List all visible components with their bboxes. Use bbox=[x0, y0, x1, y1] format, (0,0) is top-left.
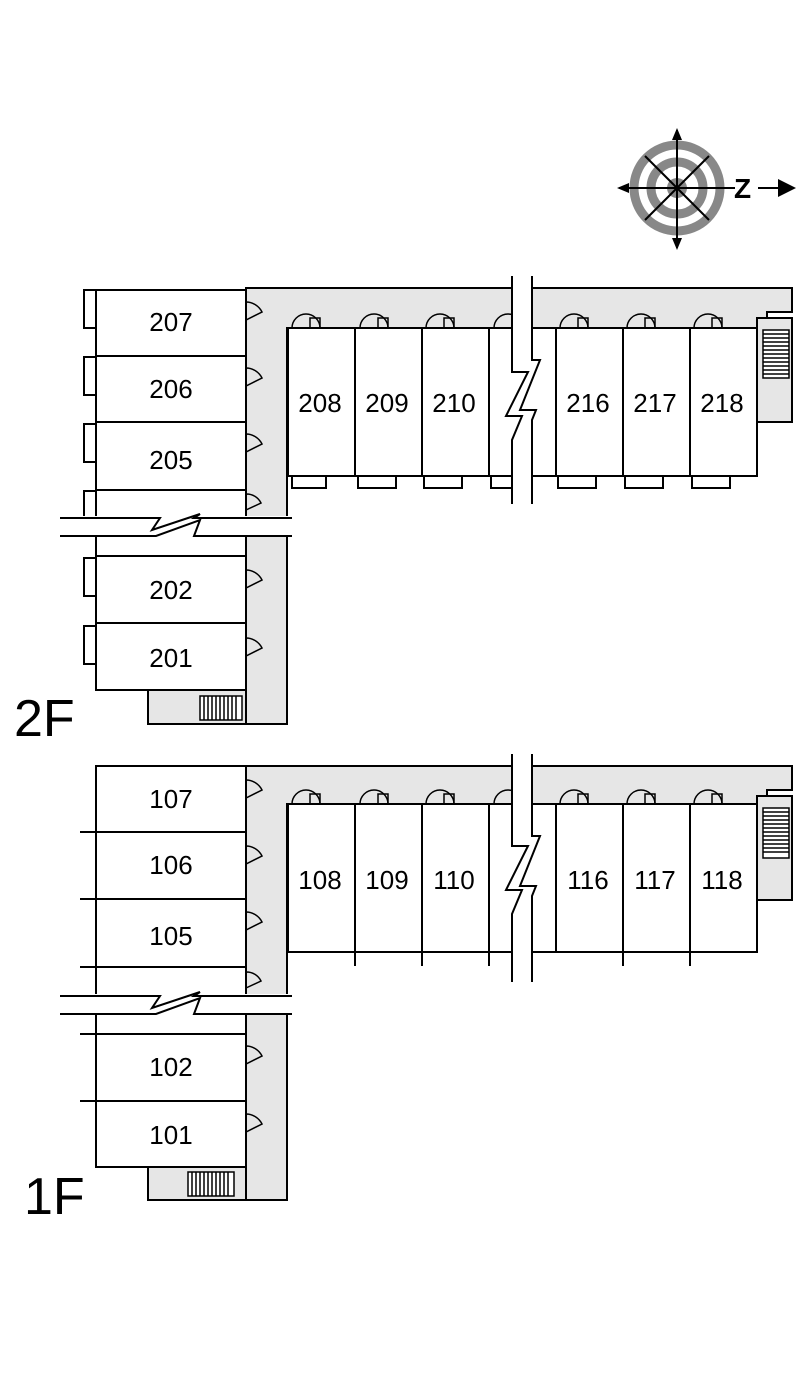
unit-number: 216 bbox=[566, 388, 609, 418]
unit-number: 108 bbox=[298, 865, 341, 895]
unit-number: 117 bbox=[634, 865, 675, 895]
door-icon bbox=[291, 313, 723, 329]
unit-number: 106 bbox=[149, 850, 192, 880]
compass-rose-icon bbox=[617, 128, 796, 250]
unit-number: 206 bbox=[149, 374, 192, 404]
unit bbox=[95, 765, 247, 1168]
unit-number: 205 bbox=[149, 445, 192, 475]
unit-number: 118 bbox=[701, 865, 742, 895]
door-icon bbox=[291, 789, 723, 805]
unit-number: 217 bbox=[633, 388, 676, 418]
staircase-icon bbox=[762, 807, 790, 859]
unit bbox=[287, 327, 758, 489]
unit-number: 110 bbox=[433, 865, 474, 895]
unit-number: 116 bbox=[567, 865, 608, 895]
floor-2-plan: 207 206 205 202 201 208 209 210 216 217 … bbox=[14, 276, 793, 748]
unit-number: 207 bbox=[149, 307, 192, 337]
unit-number: 102 bbox=[149, 1052, 192, 1082]
unit bbox=[83, 355, 247, 423]
unit-number: 208 bbox=[298, 388, 341, 418]
staircase-icon bbox=[199, 695, 243, 721]
unit-number: 209 bbox=[365, 388, 408, 418]
unit-number: 202 bbox=[149, 575, 192, 605]
break-line bbox=[504, 276, 542, 504]
north-label: Z bbox=[734, 173, 751, 204]
unit bbox=[83, 421, 247, 491]
staircase-icon bbox=[187, 1171, 235, 1197]
floor-1-plan: 107 106 105 102 101 108 109 110 116 117 … bbox=[24, 754, 793, 1226]
door-icon bbox=[245, 779, 264, 1134]
unit bbox=[83, 289, 247, 357]
floor-label: 1F bbox=[24, 1168, 85, 1226]
unit-number: 218 bbox=[700, 388, 743, 418]
north-arrow-icon bbox=[778, 179, 796, 197]
staircase-icon bbox=[762, 329, 790, 379]
break-line bbox=[60, 513, 292, 537]
unit-number: 101 bbox=[149, 1120, 192, 1150]
unit-number: 109 bbox=[365, 865, 408, 895]
door-icon bbox=[245, 301, 264, 658]
floor-label: 2F bbox=[14, 690, 75, 748]
break-line bbox=[504, 754, 542, 982]
unit bbox=[287, 803, 758, 953]
unit-number: 201 bbox=[149, 643, 192, 673]
unit-number: 210 bbox=[432, 388, 475, 418]
unit-number: 105 bbox=[149, 921, 192, 951]
unit-number: 107 bbox=[149, 784, 192, 814]
unit bbox=[83, 622, 247, 691]
break-line bbox=[60, 991, 292, 1015]
